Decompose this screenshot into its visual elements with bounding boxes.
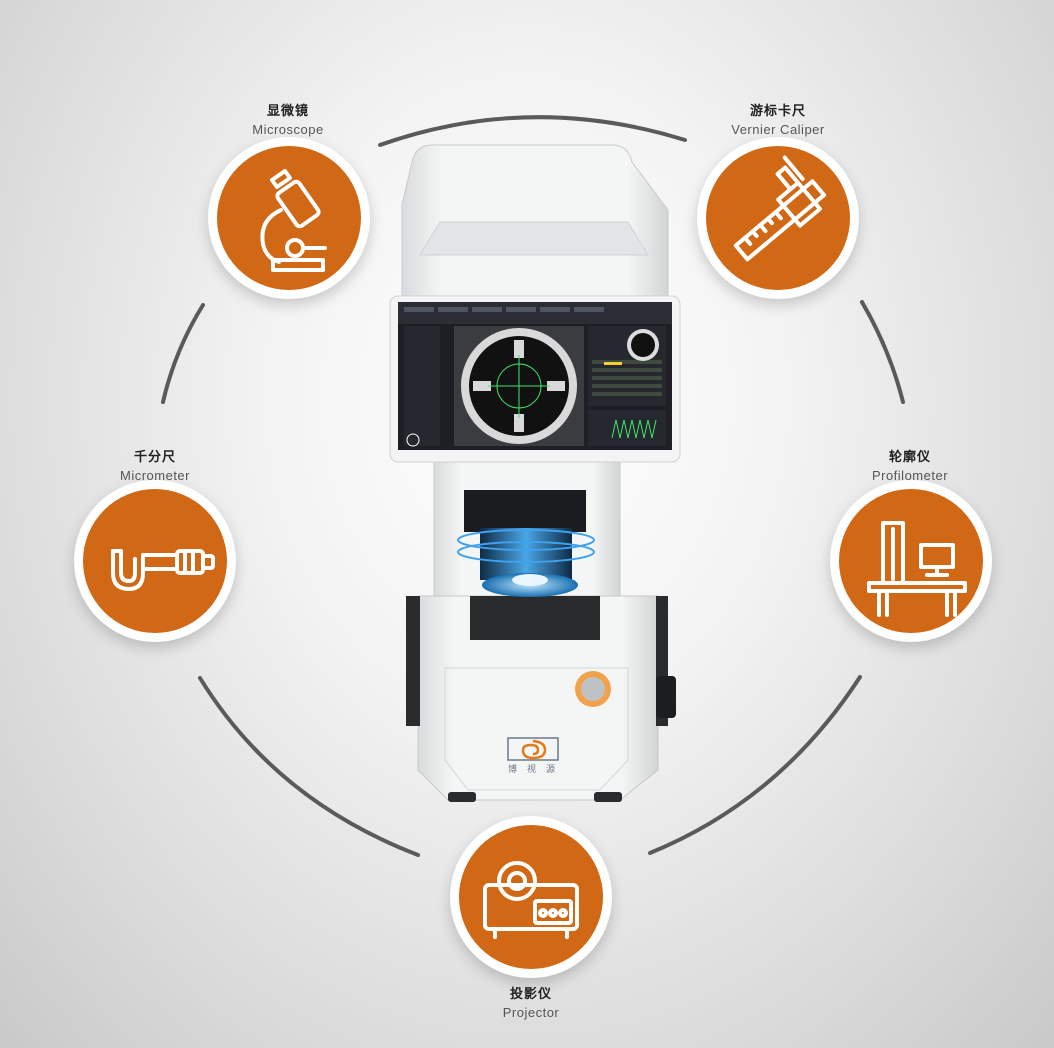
base-side-left (406, 596, 420, 726)
arc-upper-right (860, 300, 905, 404)
arc-lower-right (648, 675, 862, 855)
projector-icon (483, 861, 579, 939)
brand-logo-swirl (521, 739, 547, 760)
light-ring-2 (457, 541, 595, 563)
foot-right (594, 792, 622, 802)
profilometer-disc (839, 489, 983, 633)
screen-left-panel (404, 326, 440, 446)
vernier-caliper-label: 游标卡尺 Vernier Caliper (668, 100, 888, 137)
microscope-label: 显微镜 Microscope (178, 100, 398, 137)
caliper-icon (733, 155, 827, 262)
head-panel (419, 221, 649, 256)
projector-badge[interactable] (450, 816, 612, 978)
profilometer-label: 轮廓仪 Profilometer (800, 446, 1020, 483)
brand-logo-frame (507, 737, 559, 761)
microscope-icon (260, 169, 327, 272)
vernier-caliper-badge[interactable] (697, 137, 859, 299)
lens-light (480, 528, 572, 580)
profilometer-label-cn: 轮廓仪 (888, 450, 931, 465)
microscope-label-en: Microscope (252, 122, 324, 137)
projector-label: 投影仪 Projector (421, 983, 641, 1020)
screen-graph (588, 410, 666, 446)
screen-play-button[interactable] (406, 433, 420, 447)
lens-barrel (464, 490, 586, 532)
arc-top (378, 115, 687, 147)
micrometer-label: 千分尺 Micrometer (45, 446, 265, 483)
micrometer-label-cn: 千分尺 (133, 450, 176, 465)
stage-recess (470, 596, 600, 640)
micrometer-label-en: Micrometer (119, 468, 190, 483)
microscope-badge[interactable] (208, 137, 370, 299)
vernier-caliper-label-en: Vernier Caliper (731, 122, 825, 137)
light-ring-1 (457, 529, 595, 551)
profilometer-icon (867, 521, 967, 617)
profilometer-label-en: Profilometer (871, 468, 949, 483)
workpiece (512, 574, 548, 586)
brand-logo-text: 博视源 (508, 765, 566, 775)
base-panel (444, 667, 629, 791)
profilometer-badge[interactable] (830, 480, 992, 642)
projector-label-cn: 投影仪 (509, 987, 552, 1002)
microscope-label-cn: 显微镜 (266, 104, 309, 119)
screen-toolbar (398, 302, 672, 324)
micrometer-icon (111, 549, 215, 591)
microscope-disc (217, 146, 361, 290)
arc-upper-left (161, 303, 205, 404)
adjust-knob[interactable] (656, 676, 676, 718)
vernier-caliper-label-cn: 游标卡尺 (749, 104, 806, 119)
power-button[interactable] (581, 677, 605, 701)
foot-left (448, 792, 476, 802)
arc-lower-left (198, 676, 420, 857)
micrometer-badge[interactable] (74, 480, 236, 642)
projector-label-en: Projector (502, 1005, 560, 1020)
